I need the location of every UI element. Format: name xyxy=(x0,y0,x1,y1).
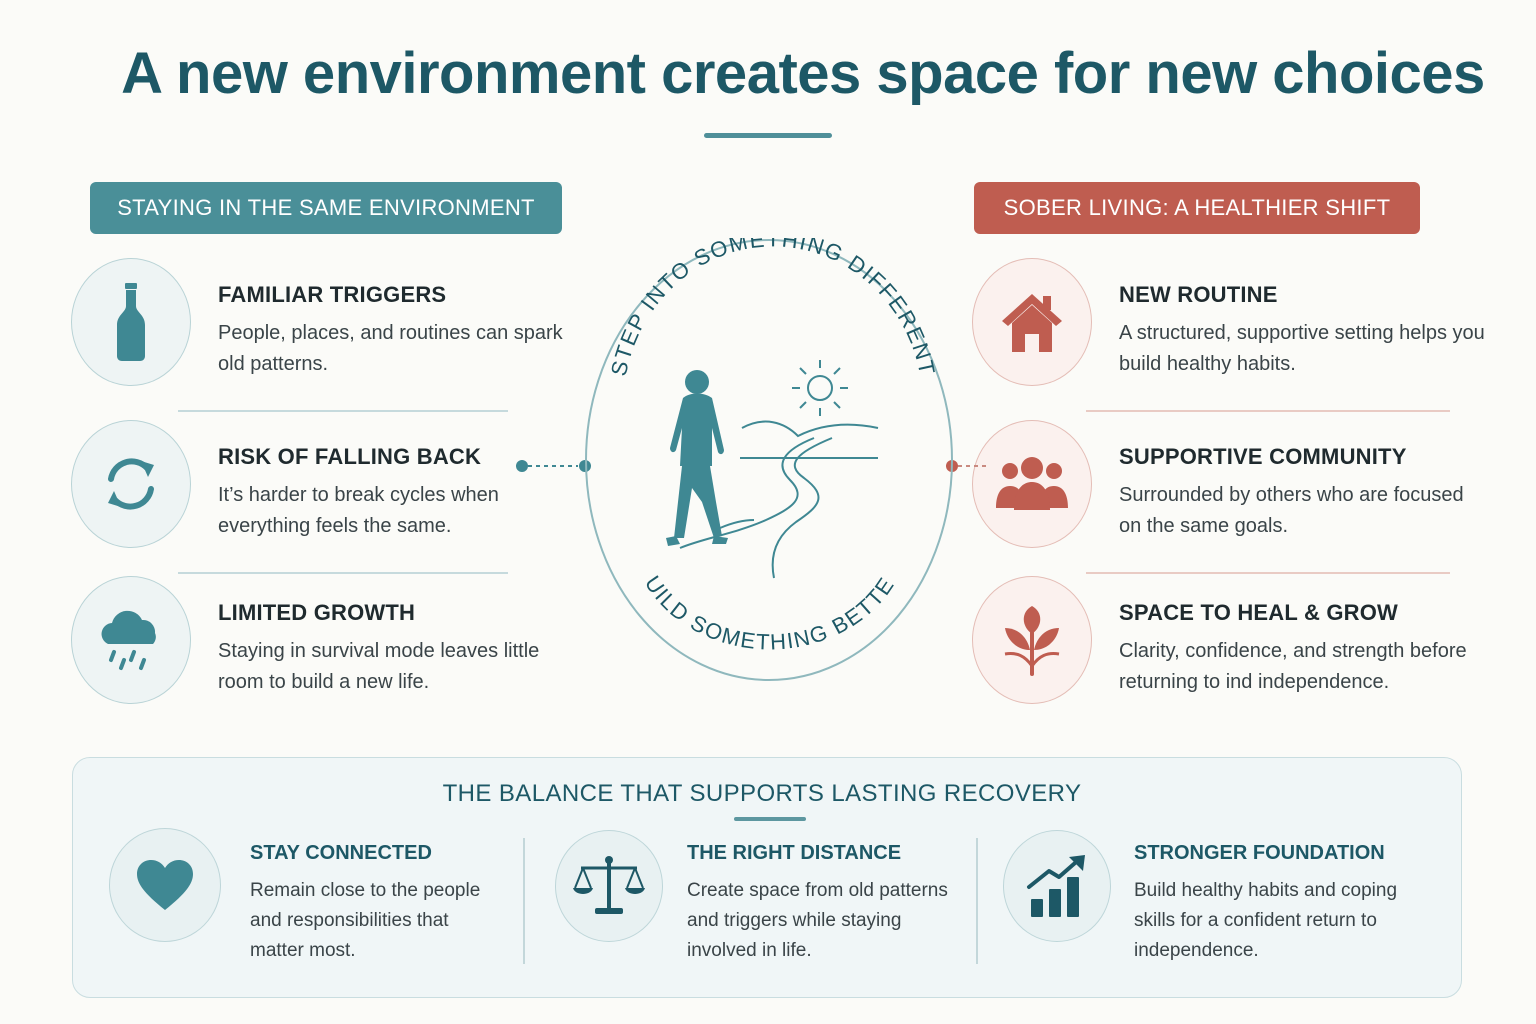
bottom-item-description: Remain close to the people and responsib… xyxy=(250,880,481,961)
left-item-risk-of-falling-back: RISK OF FALLING BACK It’s harder to brea… xyxy=(71,420,531,550)
item-description: People, places, and routines can spark o… xyxy=(218,322,563,375)
landscape-path-icon xyxy=(679,420,879,579)
item-description: Staying in survival mode leaves little r… xyxy=(218,640,540,693)
item-heading: NEW ROUTINE xyxy=(1119,282,1278,307)
right-item-space-to-heal-and-grow: SPACE TO HEAL & GROW Clarity, confidence… xyxy=(972,576,1467,706)
item-heading: SPACE TO HEAL & GROW xyxy=(1119,600,1399,625)
sun-icon xyxy=(792,360,848,416)
item-heading: LIMITED GROWTH xyxy=(218,600,416,625)
bottom-panel-title: THE BALANCE THAT SUPPORTS LASTING RECOVE… xyxy=(442,780,1082,807)
bottom-arc-text: BUILD SOMETHING BETTER xyxy=(584,238,899,655)
column-divider xyxy=(523,838,525,964)
item-heading: SUPPORTIVE COMMUNITY xyxy=(1119,444,1407,469)
center-illustration: STEP INTO SOMETHING DIFFERENT BUILD SOME… xyxy=(584,238,953,681)
bottom-panel: THE BALANCE THAT SUPPORTS LASTING RECOVE… xyxy=(72,757,1462,998)
sprout-icon xyxy=(972,576,1092,704)
top-arc-text: STEP INTO SOMETHING DIFFERENT xyxy=(606,238,940,378)
bottom-item-heading: THE RIGHT DISTANCE xyxy=(687,842,902,864)
left-item-limited-growth: LIMITED GROWTH Staying in survival mode … xyxy=(71,576,539,706)
cycle-arrows-icon xyxy=(71,420,191,548)
bottom-item-description: Build healthy habits and coping skills f… xyxy=(1134,880,1398,961)
bottom-item-heading: STAY CONNECTED xyxy=(250,842,432,864)
item-description: Clarity, confidence, and strength before… xyxy=(1119,640,1467,693)
community-icon xyxy=(972,420,1092,548)
rain-cloud-icon xyxy=(71,576,191,704)
left-column-header: STAYING IN THE SAME ENVIRONMENT xyxy=(90,182,562,234)
bottom-item-right-distance: THE RIGHT DISTANCE Create space from old… xyxy=(555,828,975,978)
left-item-familiar-triggers: FAMILIAR TRIGGERS People, places, and ro… xyxy=(71,258,563,388)
bottom-item-heading: STRONGER FOUNDATION xyxy=(1134,842,1385,864)
divider xyxy=(1086,410,1450,412)
right-item-new-routine: NEW ROUTINE A structured, supportive set… xyxy=(972,258,1485,388)
bottom-item-stay-connected: STAY CONNECTED Remain close to the peopl… xyxy=(109,828,529,978)
bottom-item-description: Create space from old patterns and trigg… xyxy=(687,880,948,961)
right-column-header: SOBER LIVING: A HEALTHIER SHIFT xyxy=(974,182,1420,234)
bottom-item-stronger-foundation: STRONGER FOUNDATION Build healthy habits… xyxy=(1003,828,1443,978)
scales-icon xyxy=(555,830,663,942)
right-item-supportive-community: SUPPORTIVE COMMUNITY Surrounded by other… xyxy=(972,420,1464,550)
item-description: Surrounded by others who are focused on … xyxy=(1119,484,1464,537)
title-underline xyxy=(704,133,832,138)
item-description: A structured, supportive setting helps y… xyxy=(1119,322,1485,375)
page-title: A new environment creates space for new … xyxy=(121,41,1485,106)
column-divider xyxy=(976,838,978,964)
house-icon xyxy=(972,258,1092,386)
person-walking-icon xyxy=(666,370,728,546)
left-connector xyxy=(516,460,591,472)
growth-chart-icon xyxy=(1003,830,1111,942)
heart-icon xyxy=(109,828,221,942)
divider xyxy=(178,410,508,412)
item-heading: RISK OF FALLING BACK xyxy=(218,444,482,469)
item-description: It’s harder to break cycles when everyth… xyxy=(218,484,499,537)
divider xyxy=(1086,572,1450,574)
item-heading: FAMILIAR TRIGGERS xyxy=(218,282,447,307)
bottle-icon xyxy=(71,258,191,386)
bottom-title-underline xyxy=(734,817,806,821)
divider xyxy=(178,572,508,574)
